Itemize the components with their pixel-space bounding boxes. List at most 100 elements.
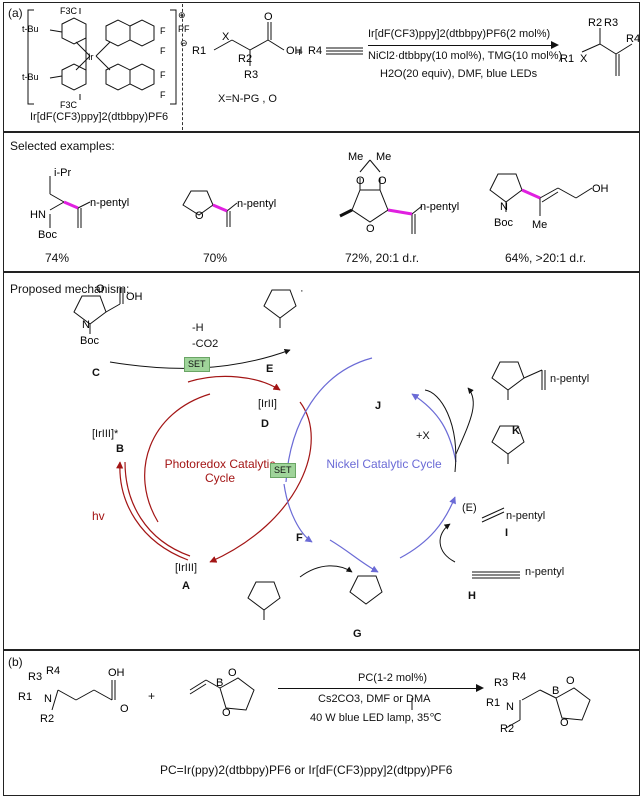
- svg-text:t-Bu: t-Bu: [22, 24, 39, 34]
- svg-text:O: O: [356, 175, 365, 187]
- svg-text:⊕: ⊕: [178, 10, 186, 20]
- ir2-label: [IrII]: [258, 398, 277, 410]
- svg-text:Me: Me: [376, 151, 391, 163]
- plus-x-text: +X: [416, 430, 430, 442]
- n-pentyl-k: n-pentyl: [550, 373, 590, 385]
- svg-text:O: O: [222, 707, 231, 719]
- svg-text:O: O: [366, 223, 375, 235]
- svg-text:N: N: [506, 701, 514, 713]
- svg-text:n-pentyl: n-pentyl: [237, 198, 276, 210]
- svg-text:Me: Me: [348, 151, 363, 163]
- svg-text:O: O: [96, 283, 105, 295]
- svg-text:Boc: Boc: [38, 229, 57, 241]
- svg-text:HN: HN: [30, 209, 46, 221]
- arrow-head-a: [551, 41, 559, 49]
- svg-text:B: B: [552, 685, 559, 697]
- svg-text:R4: R4: [512, 671, 526, 683]
- label-i: I: [505, 527, 509, 539]
- svg-text:OH: OH: [126, 291, 143, 303]
- svg-text:F3C: F3C: [60, 100, 78, 110]
- example-3-yield: 72%, 20:1 d.r.: [345, 251, 420, 265]
- svg-text:X: X: [580, 53, 588, 65]
- n-pentyl-h: n-pentyl: [525, 566, 565, 578]
- ir-catalyst-structure: F3C F F F F F3C t-Bu t-Bu Ir ⊕ PF6 ⊖: [22, 6, 190, 110]
- svg-text:R4: R4: [46, 665, 60, 677]
- svg-text:R2: R2: [40, 713, 54, 725]
- svg-text:R3: R3: [494, 677, 508, 689]
- svg-text:N: N: [44, 693, 52, 705]
- svg-text:Ir: Ir: [88, 52, 94, 62]
- mechanism-heading: Proposed mechanism:: [10, 282, 130, 296]
- svg-text:N: N: [82, 319, 90, 331]
- conditions-bot: 40 W blue LED lamp, 35℃: [310, 712, 442, 724]
- svg-text:O: O: [566, 675, 575, 687]
- examples-frame: [3, 132, 640, 272]
- label-a: A: [182, 580, 190, 592]
- panel-a-frame: [3, 2, 640, 132]
- svg-text:F3C: F3C: [60, 6, 78, 16]
- label-g: G: [353, 628, 362, 640]
- svg-text:OH: OH: [108, 667, 125, 679]
- photoredox-label: Photoredox Catalytic Cycle: [164, 457, 276, 485]
- nickel-label: Nickel Catalytic Cycle: [326, 457, 442, 471]
- example-1-yield: 74%: [45, 251, 70, 265]
- ir3-star-label: [IrIII]*: [92, 428, 119, 440]
- set-badge-mid: SET: [270, 463, 296, 478]
- svg-text:F: F: [160, 46, 166, 56]
- svg-text:R4: R4: [308, 45, 322, 57]
- svg-text:O: O: [264, 11, 273, 23]
- svg-text:Me: Me: [532, 219, 547, 231]
- plus-a: +: [296, 45, 304, 59]
- e-label: (E): [462, 502, 477, 514]
- alkyne-structure: R4: [308, 45, 363, 57]
- svg-text:R3: R3: [244, 69, 258, 80]
- panel-b-label: (b): [8, 655, 23, 669]
- svg-text:O: O: [195, 210, 204, 222]
- svg-text:N: N: [500, 201, 508, 213]
- svg-text:R4: R4: [626, 33, 640, 45]
- svg-text:OH: OH: [592, 183, 609, 195]
- example-4-structure: N Boc Me OH: [489, 173, 609, 231]
- label-h: H: [468, 590, 476, 602]
- reaction-arrow-b: [278, 688, 478, 689]
- reaction-arrow-a: [368, 45, 553, 46]
- reagents-mid: NiCl2·dtbbpy(10 mol%), TMG(10 mol%): [368, 50, 563, 62]
- svg-text:t-Bu: t-Bu: [22, 72, 39, 82]
- example-2-yield: 70%: [203, 251, 228, 265]
- svg-text:R3: R3: [604, 17, 618, 29]
- example-2-structure: On-pentyl: [182, 190, 276, 227]
- svg-text:R2: R2: [588, 17, 602, 29]
- label-b: B: [116, 443, 124, 455]
- svg-text:F: F: [160, 70, 166, 80]
- arrow-head-b: [476, 684, 484, 692]
- svg-text:O: O: [120, 703, 129, 715]
- svg-text:R1: R1: [18, 691, 32, 703]
- label-c: C: [92, 367, 100, 379]
- x-definition: X=N-PG , O: [218, 93, 277, 105]
- svg-text:⊖: ⊖: [180, 38, 188, 48]
- svg-text:·: ·: [300, 285, 304, 297]
- example-4-yield: 64%, >20:1 d.r.: [505, 251, 587, 265]
- conditions-top: PC(1-2 mol%): [358, 672, 428, 684]
- minus-h-text: -H: [192, 322, 204, 334]
- examples-heading: Selected examples:: [10, 139, 115, 153]
- svg-text:i-Pr: i-Pr: [54, 167, 71, 179]
- mechanism-frame: [3, 272, 640, 650]
- pc-definition: PC=Ir(ppy)2(dtbbpy)PF6 or Ir[dF(CF3)ppy]…: [160, 763, 453, 777]
- label-d: D: [261, 418, 269, 430]
- svg-text:R3: R3: [28, 671, 42, 683]
- panel-a-divider: [182, 4, 183, 130]
- n-pentyl-i: n-pentyl: [506, 510, 546, 522]
- svg-text:PF6: PF6: [178, 24, 190, 34]
- svg-text:Boc: Boc: [494, 217, 513, 229]
- svg-text:R2: R2: [500, 723, 514, 735]
- svg-text:F: F: [160, 26, 166, 36]
- reagents-top: Ir[dF(CF3)ppy]2(dtbbpy)PF6(2 mol%): [368, 28, 551, 40]
- set-badge-top: SET: [184, 357, 210, 372]
